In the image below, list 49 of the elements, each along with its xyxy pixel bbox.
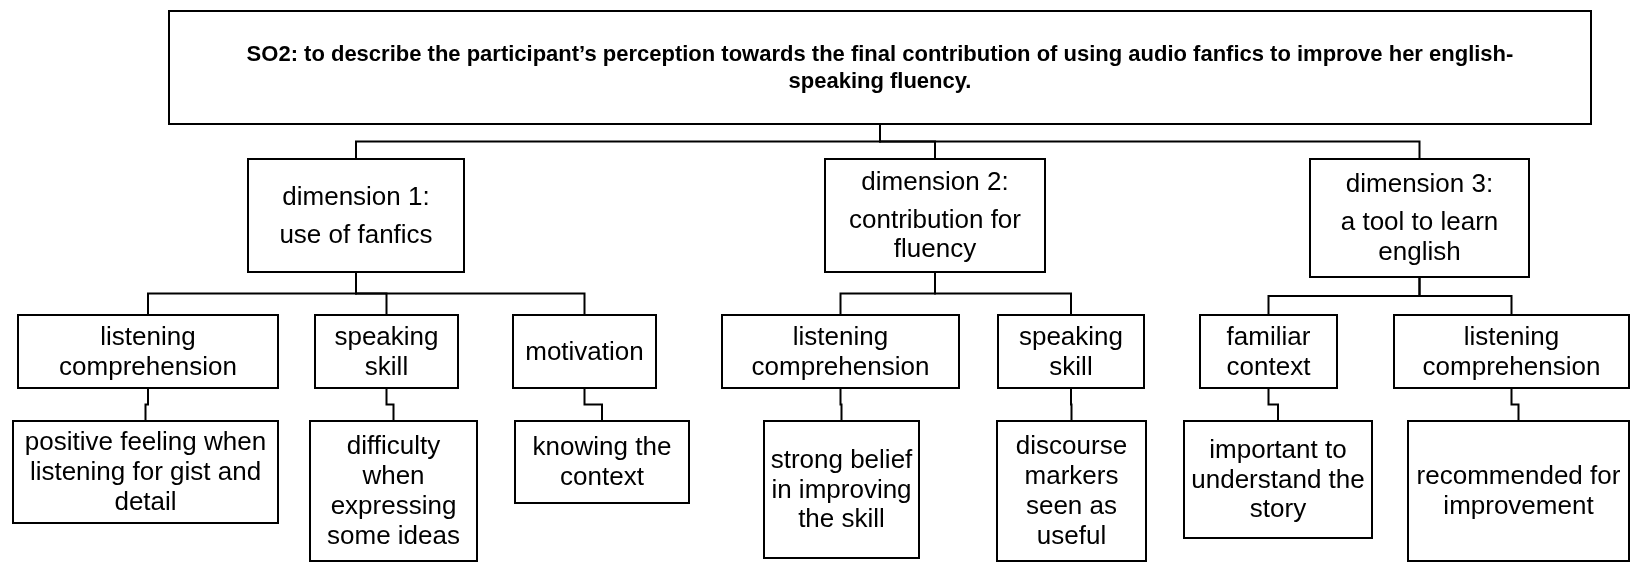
category-box xyxy=(12,420,279,524)
category-box xyxy=(1199,314,1338,389)
connector-line xyxy=(355,272,586,315)
connector-line xyxy=(1267,388,1279,421)
connector-line xyxy=(144,388,149,421)
connector-line xyxy=(385,388,395,421)
box-heading: dimension 3: xyxy=(1345,169,1494,200)
box-label: SO2: to describe the participant’s perception towards the final contribution of using audio fanfics to improve her english-speaking fluency. xyxy=(245,41,1515,94)
box-label: use of fanfics xyxy=(279,219,433,250)
objective-box xyxy=(168,10,1592,125)
category-box xyxy=(996,420,1147,562)
category-box xyxy=(1407,420,1630,562)
category-box xyxy=(1309,158,1530,278)
box-label: knowing the context xyxy=(531,432,673,492)
category-box xyxy=(1393,314,1630,389)
connector-line xyxy=(583,388,603,421)
connector-line xyxy=(1418,277,1513,315)
category-box xyxy=(314,314,459,389)
category-box xyxy=(997,314,1145,389)
box-label: strong belief in improving the skill xyxy=(769,444,914,535)
box-label: a tool to learn english xyxy=(1339,207,1500,267)
box-label: familiar context xyxy=(1225,321,1312,382)
category-box xyxy=(721,314,960,389)
connector-line xyxy=(934,272,1072,315)
box-heading: dimension 1: xyxy=(282,181,430,212)
box-label: contribution for fluency xyxy=(848,204,1022,265)
category-box xyxy=(309,420,478,562)
connector-line xyxy=(1510,388,1520,421)
connector-line xyxy=(839,388,843,421)
box-label: speaking skill xyxy=(333,321,440,382)
category-box xyxy=(512,314,657,389)
box-label: speaking skill xyxy=(1017,321,1125,382)
box-label: listening comprehension xyxy=(750,321,931,382)
box-label: motivation xyxy=(525,336,644,367)
box-label: discourse markers seen as useful xyxy=(1014,431,1129,551)
category-box xyxy=(514,420,690,504)
box-heading: dimension 2: xyxy=(861,166,1009,197)
box-label: positive feeling when listening for gist and detail xyxy=(23,427,268,517)
category-box xyxy=(763,420,920,559)
box-label: listening comprehension xyxy=(58,321,238,382)
category-box xyxy=(17,314,279,389)
box-label: difficulty when expressing some ideas xyxy=(326,431,461,551)
category-box xyxy=(247,158,465,273)
connector-line xyxy=(1070,388,1073,421)
box-label: listening comprehension xyxy=(1421,321,1602,382)
category-box xyxy=(1183,420,1373,539)
box-label: recommended for improvement xyxy=(1415,461,1622,521)
category-box xyxy=(824,158,1046,273)
box-label: important to understand the story xyxy=(1190,434,1366,525)
